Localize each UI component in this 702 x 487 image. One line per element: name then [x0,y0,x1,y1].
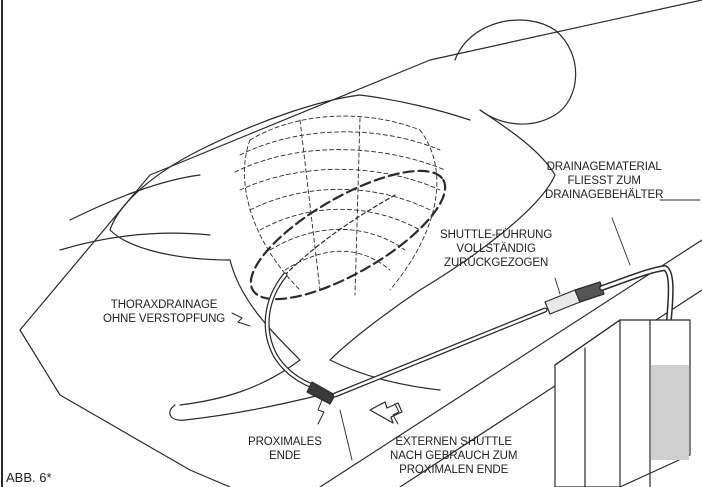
shuttle-guide-grip [575,282,604,302]
drain-tube-internal [285,195,395,275]
label-chest-drain: THORAXDRAINAGE OHNE VERSTOPFUNG [103,298,225,326]
leader-drainage-material [612,218,630,265]
rib-cage [235,116,445,295]
drain-highlight-ellipse [234,147,463,323]
leader-proximal-end [340,410,352,460]
label-drainage-material: DRAINAGEMATERIAL FLIESST ZUM DRAINAGEBEH… [545,160,663,202]
drainage-container [555,320,690,487]
patient-arm-upper [70,175,200,220]
proximal-connector [307,382,335,404]
label-external-shuttle: EXTERNEN SHUTTLE NACH GEBRAUCH ZUM PROXI… [390,435,517,477]
patient-shoulder [360,95,470,120]
pointer-proximal-end [318,400,324,424]
figure-number: ABB. 6* [6,470,52,485]
patient-head [455,20,576,124]
leader-shuttle-guide [555,278,560,294]
drain-line-inner [335,310,545,395]
shuttle-guide-body [545,290,580,314]
bed-front-edge [20,330,230,487]
pointer-chest-drain [232,313,250,326]
patient-hand [170,395,320,420]
patient-arm-lower [60,233,210,250]
label-shuttle-guide: SHUTTLE-FÜHRUNG VOLLSTÄNDIG ZURÜCKGEZOGE… [440,228,552,270]
label-proximal-end: PROXIMALES ENDE [248,435,322,463]
